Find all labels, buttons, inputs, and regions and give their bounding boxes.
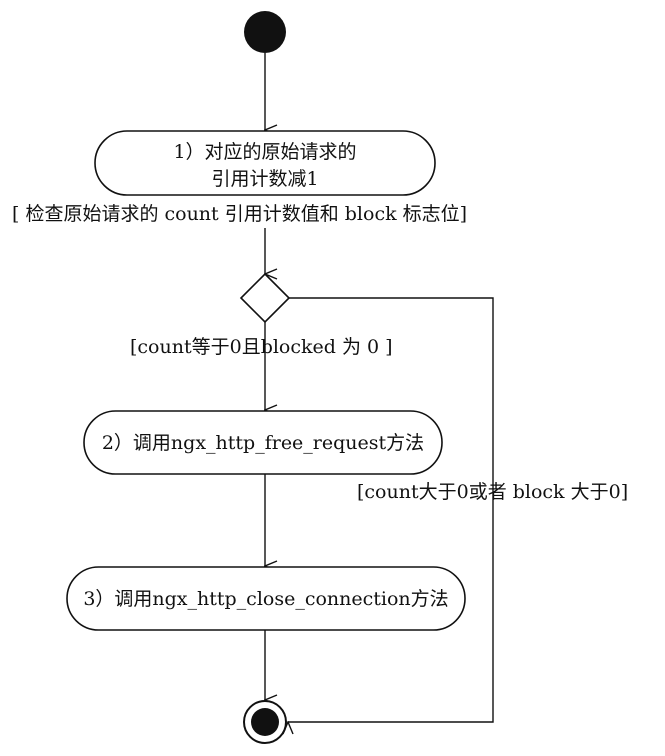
guard-nonzero-label: [count大于0或者 block 大于0] (357, 481, 628, 503)
edge-decision-to-final (288, 297, 494, 722)
initial-node (244, 11, 286, 53)
activity-2-node (83, 410, 443, 475)
final-node-inner (251, 708, 279, 736)
activity-1-node (94, 130, 436, 196)
activity-1-line-1: 1）对应的原始请求的 (173, 141, 356, 163)
guard-check-label: [ 检查原始请求的 count 引用计数值和 block 标志位] (12, 203, 467, 225)
activity-3-label: 3）调用ngx_http_close_connection方法 (83, 588, 448, 610)
activity-3-node (66, 566, 466, 631)
decision-node (239, 272, 291, 324)
activity-2-label: 2）调用ngx_http_free_request方法 (102, 432, 424, 454)
activity-1-line-2: 引用计数减1 (211, 168, 318, 190)
guard-zero-label: [count等于0且blocked 为 0 ] (130, 336, 393, 358)
